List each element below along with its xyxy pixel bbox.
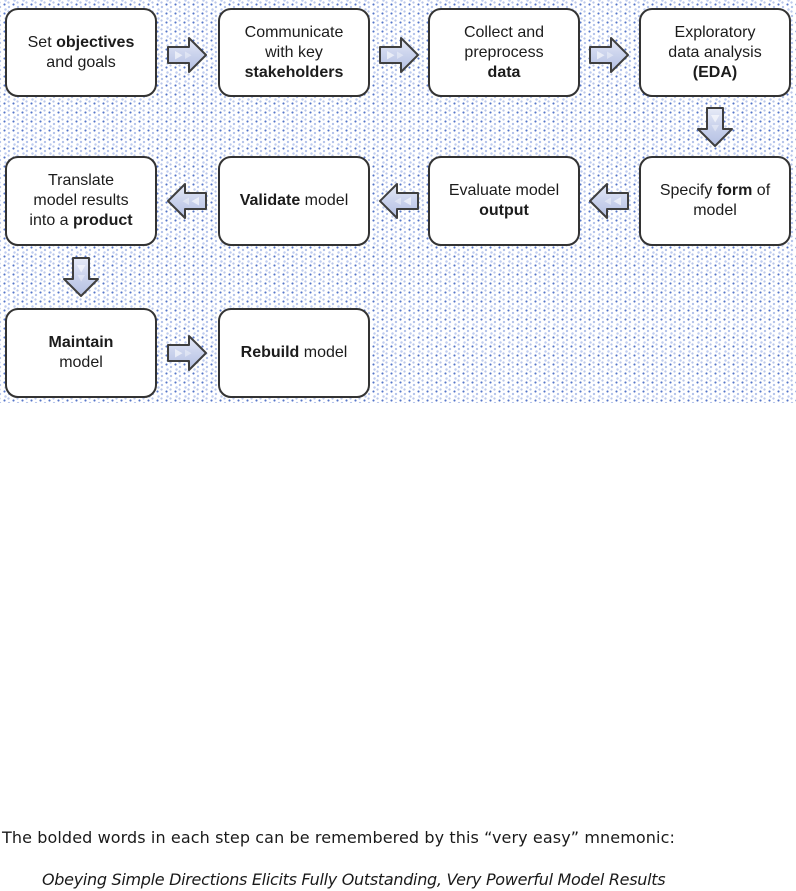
right-arrow-icon: [167, 335, 207, 371]
right-arrow-icon: [589, 36, 629, 73]
step-text-line: into a product: [29, 212, 133, 229]
step-text-line: Set objectives: [27, 33, 135, 51]
modeling-process-flowchart: Set objectives and goals Communicate with k…: [0, 0, 796, 403]
step-text-line: with key: [265, 43, 323, 61]
mnemonic-intro-text: The bolded words in each step can be rem…: [2, 828, 675, 847]
step-text-line: Collect and: [463, 23, 545, 41]
step-text-line: data: [487, 63, 521, 81]
down-arrow-icon: [697, 106, 733, 147]
step-box-maintain-model: Maintain model: [5, 308, 157, 398]
step-text-line: preprocess: [464, 43, 544, 61]
step-box-set-objectives: Set objectives and goals: [5, 8, 157, 97]
step-text-line: (EDA): [692, 63, 738, 81]
step-text-line: Validate model: [239, 192, 349, 209]
step-text-line: model results: [33, 192, 129, 209]
left-arrow-icon: [379, 183, 419, 219]
step-box-communicate-stakeholders: Communicate with key stakeholders: [218, 8, 370, 97]
step-box-rebuild-model: Rebuild model: [218, 308, 370, 398]
step-text-line: model: [693, 202, 737, 219]
right-arrow-icon: [379, 36, 419, 73]
step-box-evaluate-model-output: Evaluate model output: [428, 156, 580, 246]
step-text-line: stakeholders: [244, 63, 344, 81]
step-text-line: model: [59, 354, 103, 371]
left-arrow-icon: [167, 183, 207, 219]
step-text-line: Communicate: [244, 23, 344, 41]
step-text-line: Translate: [47, 172, 115, 189]
step-text-line: output: [479, 202, 529, 219]
step-box-exploratory-data-analysis: Exploratory data analysis (EDA): [639, 8, 791, 97]
step-box-specify-form-of-model: Specify form of model: [639, 156, 791, 246]
down-arrow-icon: [63, 257, 99, 297]
step-text-line: and goals: [46, 53, 116, 71]
step-box-translate-into-product: Translate model results into a product: [5, 156, 157, 246]
step-text-line: data analysis: [668, 43, 762, 61]
caption-area: The bolded words in each step can be rem…: [0, 403, 796, 889]
step-text-line: Exploratory: [674, 23, 756, 41]
step-box-collect-preprocess-data: Collect and preprocess data: [428, 8, 580, 97]
step-text-line: Rebuild model: [240, 344, 348, 361]
step-box-validate-model: Validate model: [218, 156, 370, 246]
step-text-line: Evaluate model: [448, 182, 560, 199]
mnemonic-phrase-text: Obeying Simple Directions Elicits Fully …: [42, 870, 666, 889]
right-arrow-icon: [167, 36, 207, 73]
step-text-line: Specify form of: [659, 182, 771, 199]
step-text-line: Maintain: [48, 334, 114, 351]
left-arrow-icon: [589, 183, 629, 219]
